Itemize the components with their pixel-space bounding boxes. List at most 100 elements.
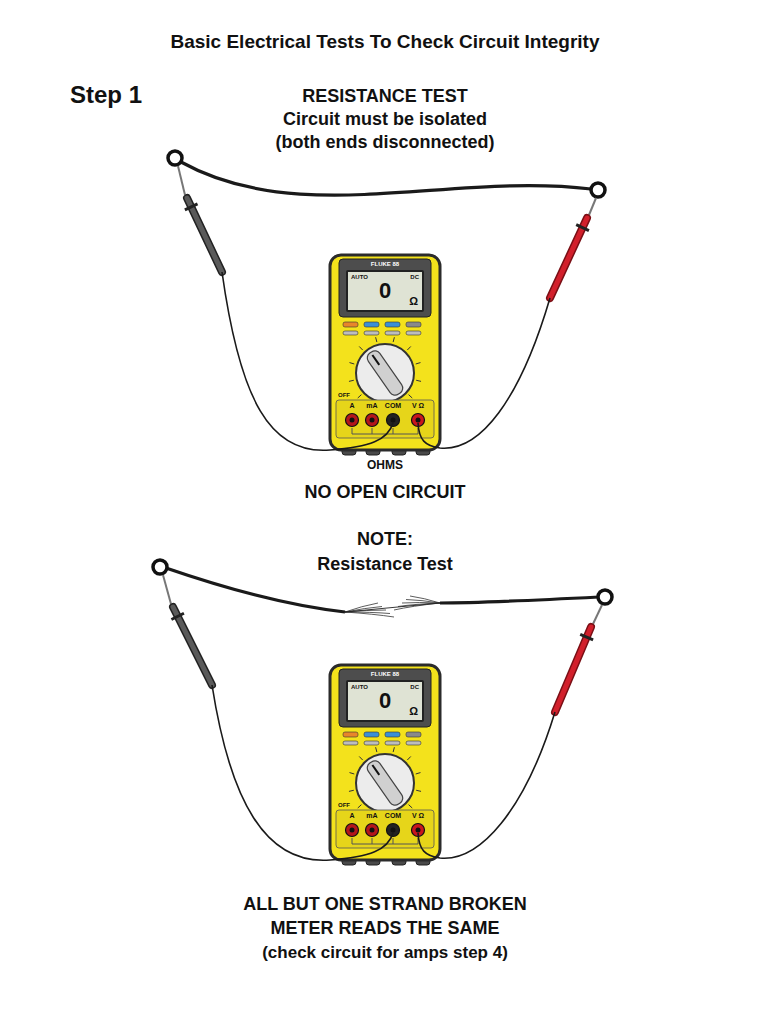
display-unit: Ω bbox=[409, 706, 418, 717]
dial-tick bbox=[359, 756, 362, 760]
dial-tick bbox=[359, 346, 362, 350]
display-mode: DC bbox=[410, 274, 419, 280]
meter-button bbox=[343, 331, 358, 335]
ring-terminal bbox=[591, 183, 605, 197]
probe-guard bbox=[580, 634, 593, 639]
probe-guard bbox=[576, 225, 589, 231]
dial-tick bbox=[409, 805, 413, 808]
input-jack bbox=[346, 414, 359, 427]
probe-tip bbox=[589, 198, 596, 215]
jack-label: V Ω bbox=[412, 812, 424, 820]
display-bezel bbox=[339, 669, 431, 727]
dial-tick bbox=[358, 395, 362, 398]
title: Basic Electrical Tests To Check Circuit … bbox=[170, 32, 599, 53]
probe-tip bbox=[593, 605, 602, 624]
probe-body bbox=[173, 607, 212, 685]
single-strand bbox=[345, 603, 440, 612]
jack-hole bbox=[416, 828, 421, 833]
test-lead bbox=[418, 298, 550, 448]
note-line: (check circuit for amps step 4) bbox=[262, 944, 508, 963]
caption-line: Circuit must be isolated bbox=[283, 110, 487, 130]
test-heading: RESISTANCE TEST bbox=[302, 87, 468, 107]
dial-pointer bbox=[372, 355, 379, 365]
display-mode: DC bbox=[410, 684, 419, 690]
jack-label: mA bbox=[366, 812, 377, 820]
note-heading: NOTE: bbox=[357, 530, 413, 550]
meter-button bbox=[343, 322, 358, 327]
jack-label: V Ω bbox=[412, 402, 424, 410]
meter-button bbox=[364, 322, 379, 327]
jack-bracket bbox=[352, 838, 418, 844]
dial-tick bbox=[416, 790, 421, 791]
display-mode: AUTO bbox=[351, 684, 368, 690]
probe-guard bbox=[171, 613, 184, 619]
input-jack bbox=[366, 824, 379, 837]
dial-tick bbox=[349, 363, 354, 364]
meter-button bbox=[343, 741, 358, 745]
dial-pointer bbox=[372, 765, 379, 775]
display-reading: 0 bbox=[379, 280, 391, 302]
dial-tick bbox=[393, 337, 394, 342]
probe-body bbox=[555, 627, 591, 712]
dial-tick bbox=[376, 747, 377, 752]
test-lead bbox=[418, 712, 555, 858]
probe-body bbox=[187, 198, 222, 272]
probe-body bbox=[173, 607, 212, 685]
brand-label: FLUKE 88 bbox=[371, 261, 399, 268]
jack-label: A bbox=[349, 812, 354, 820]
step-heading: Step 1 bbox=[70, 82, 142, 108]
probe-guard bbox=[185, 204, 198, 210]
dial-tick bbox=[349, 380, 354, 381]
meter-button bbox=[385, 322, 400, 327]
dial-tick bbox=[376, 337, 377, 342]
input-jack bbox=[346, 824, 359, 837]
wire bbox=[181, 162, 591, 195]
dial-tick bbox=[416, 380, 421, 381]
dial-label: OFF bbox=[338, 802, 350, 809]
probe-tip bbox=[163, 575, 171, 604]
meter-button bbox=[385, 741, 400, 745]
dial-knob bbox=[365, 759, 405, 808]
meter-button bbox=[406, 322, 421, 327]
jack-hole bbox=[391, 828, 396, 833]
wire bbox=[166, 568, 345, 612]
meter-body bbox=[330, 255, 440, 450]
rotary-dial bbox=[356, 344, 414, 402]
meter-display: AUTODC0Ω bbox=[346, 270, 424, 312]
meter-button bbox=[385, 732, 400, 737]
meter-button bbox=[364, 732, 379, 737]
meter-button bbox=[406, 741, 421, 745]
result-label: NO OPEN CIRCUIT bbox=[304, 483, 465, 503]
jack-hole bbox=[416, 418, 421, 423]
dial-knob bbox=[365, 349, 405, 398]
brand-label: FLUKE 88 bbox=[371, 671, 399, 678]
ring-terminal bbox=[168, 151, 182, 165]
dial-tick bbox=[416, 363, 421, 364]
multimeter bbox=[330, 255, 440, 455]
wire bbox=[440, 597, 599, 603]
meter-button bbox=[364, 741, 379, 745]
ring-terminal bbox=[153, 560, 167, 574]
probe-body bbox=[187, 198, 222, 272]
dial-knob bbox=[365, 759, 405, 808]
dial-tick bbox=[407, 346, 410, 350]
dial-knob bbox=[365, 349, 405, 398]
display-mode: AUTO bbox=[351, 274, 368, 280]
caption-line: (both ends disconnected) bbox=[275, 133, 494, 153]
dial-tick bbox=[349, 790, 354, 791]
result-label: ALL BUT ONE STRAND BROKEN bbox=[243, 895, 527, 915]
jack-label: COM bbox=[385, 812, 401, 820]
dial-label: OFF bbox=[338, 392, 350, 399]
note-heading: Resistance Test bbox=[317, 555, 453, 575]
probe-body bbox=[550, 218, 587, 298]
jack-label: COM bbox=[385, 402, 401, 410]
rotary-dial bbox=[356, 754, 414, 812]
jack-hole bbox=[391, 418, 396, 423]
meter-button bbox=[385, 331, 400, 335]
probe-body bbox=[555, 627, 591, 712]
mode-label: OHMS bbox=[367, 459, 403, 472]
broken-strand bbox=[345, 612, 394, 617]
jack-hole bbox=[370, 418, 375, 423]
